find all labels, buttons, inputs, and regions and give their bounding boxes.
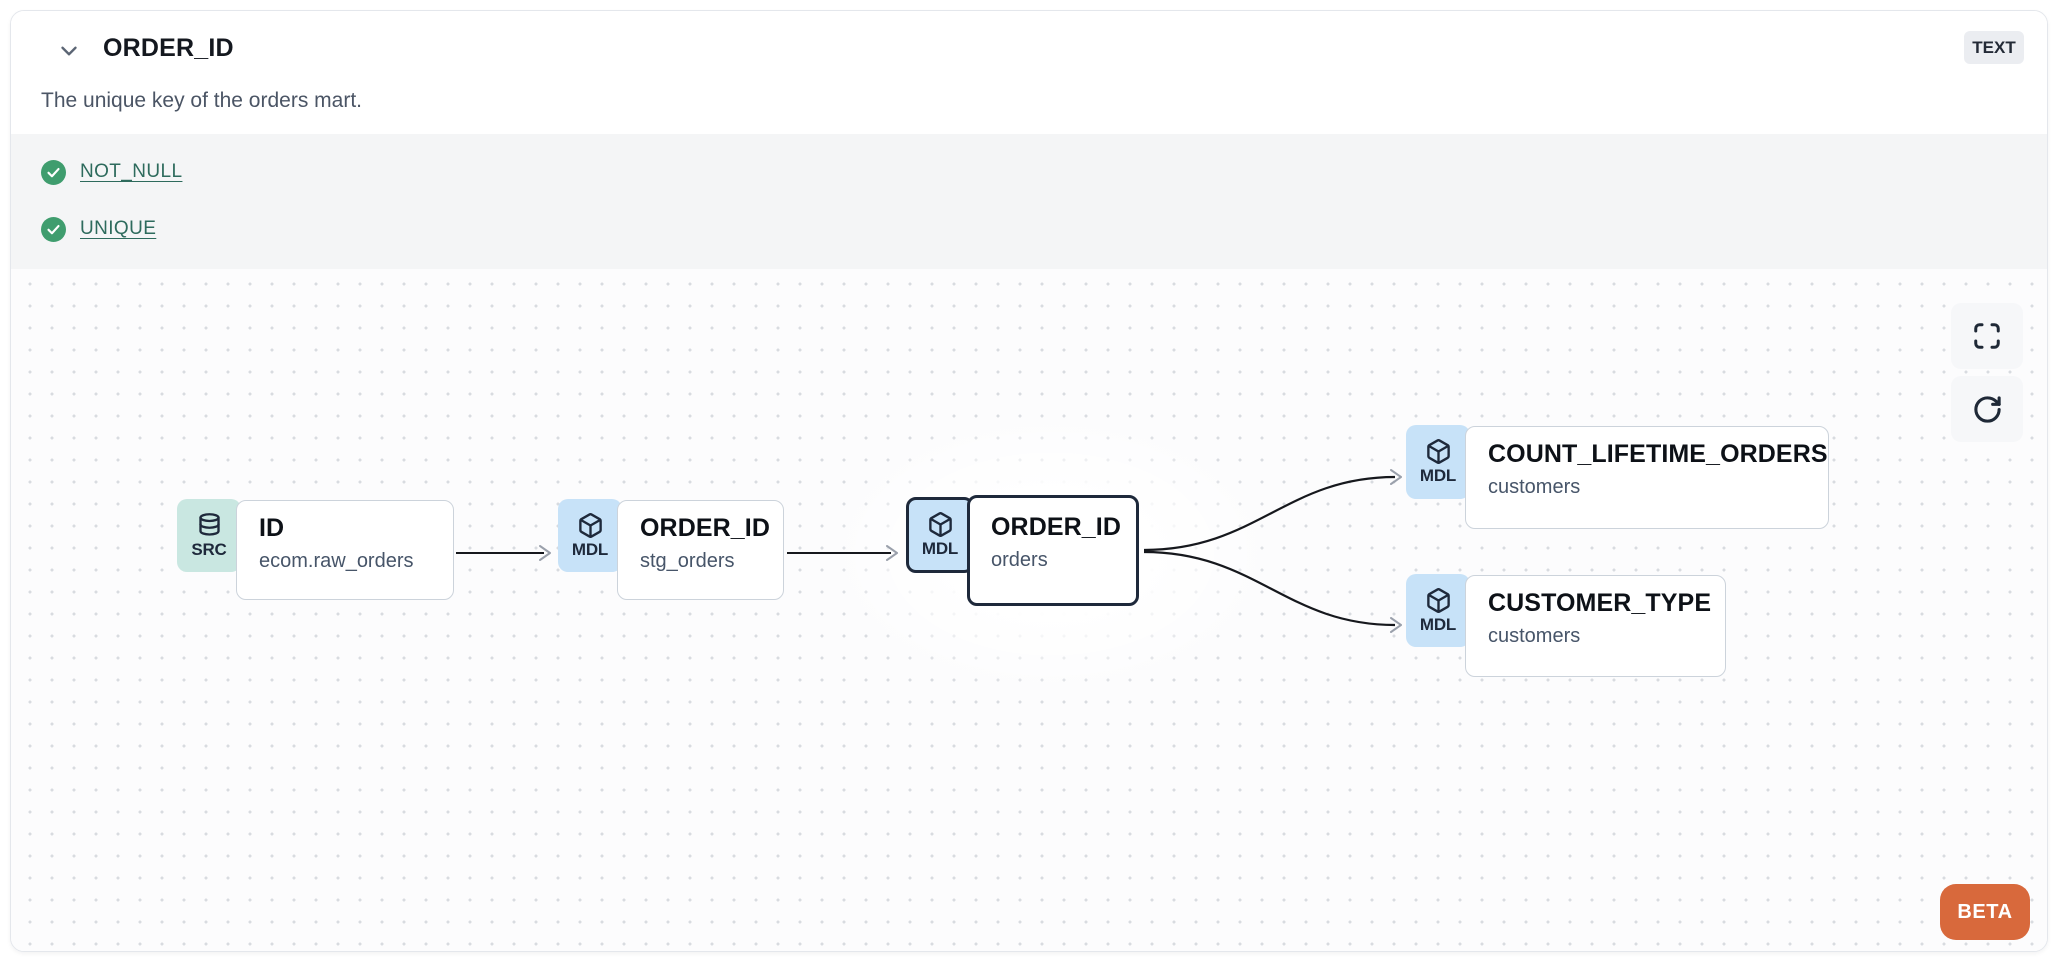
check-circle-icon xyxy=(41,216,66,242)
node-subtitle: ecom.raw_orders xyxy=(259,550,414,572)
test-link-not-null[interactable]: NOT_NULL xyxy=(80,161,183,182)
node-kind-label: MDL xyxy=(1419,614,1457,634)
node-title: ORDER_ID xyxy=(640,514,770,542)
node-card: ORDER_ID orders xyxy=(967,495,1139,606)
column-detail-panel: ORDER_ID TEXT The unique key of the orde… xyxy=(10,10,2048,952)
node-card: COUNT_LIFETIME_ORDERS customers xyxy=(1465,426,1829,529)
cube-icon xyxy=(1426,439,1450,464)
node-subtitle: stg_orders xyxy=(640,550,735,572)
column-type-badge: TEXT xyxy=(1964,31,2024,64)
cube-icon xyxy=(1426,587,1450,613)
refresh-button[interactable] xyxy=(1951,376,2023,442)
test-row: NOT_NULL xyxy=(41,158,2047,186)
mdl-badge: MDL xyxy=(558,499,622,572)
node-card: CUSTOMER_TYPE customers xyxy=(1465,575,1726,677)
lineage-edges xyxy=(456,469,1402,633)
node-subtitle: orders xyxy=(991,549,1048,571)
fullscreen-icon xyxy=(1974,323,2000,349)
column-description: The unique key of the orders mart. xyxy=(41,89,362,112)
node-kind-label: SRC xyxy=(191,539,227,559)
cube-icon xyxy=(928,512,952,537)
node-title: CUSTOMER_TYPE xyxy=(1488,589,1712,617)
node-title: COUNT_LIFETIME_ORDERS xyxy=(1488,440,1828,468)
cube-icon xyxy=(578,512,602,538)
page-title: ORDER_ID xyxy=(103,34,234,62)
mdl-badge: MDL xyxy=(906,497,974,573)
node-kind-label: MDL xyxy=(921,539,959,558)
node-title: ID xyxy=(259,514,285,542)
mdl-badge: MDL xyxy=(1406,574,1470,647)
node-card: ID ecom.raw_orders xyxy=(236,500,454,600)
tests-section: NOT_NULL UNIQUE xyxy=(11,134,2047,269)
src-badge: SRC xyxy=(177,499,241,572)
node-title: ORDER_ID xyxy=(991,513,1121,541)
test-link-unique[interactable]: UNIQUE xyxy=(80,218,157,239)
node-kind-label: MDL xyxy=(571,539,609,559)
fullscreen-button[interactable] xyxy=(1951,303,2023,369)
database-icon xyxy=(198,512,220,536)
node-subtitle: customers xyxy=(1488,476,1581,498)
refresh-icon xyxy=(1973,395,2001,423)
node-subtitle: customers xyxy=(1488,625,1581,647)
beta-badge: BETA xyxy=(1940,884,2030,940)
collapse-button[interactable] xyxy=(54,36,84,66)
node-kind-label: MDL xyxy=(1419,466,1457,485)
check-circle-icon xyxy=(41,159,66,185)
mdl-badge: MDL xyxy=(1406,425,1470,499)
chevron-down-icon xyxy=(61,46,77,56)
node-card: ORDER_ID stg_orders xyxy=(617,500,784,600)
test-row: UNIQUE xyxy=(41,215,2047,243)
lineage-canvas[interactable]: SRC ID ecom.raw_orders MDL ORDER_ID stg_… xyxy=(11,269,2047,951)
header: ORDER_ID TEXT The unique key of the orde… xyxy=(11,11,2047,134)
